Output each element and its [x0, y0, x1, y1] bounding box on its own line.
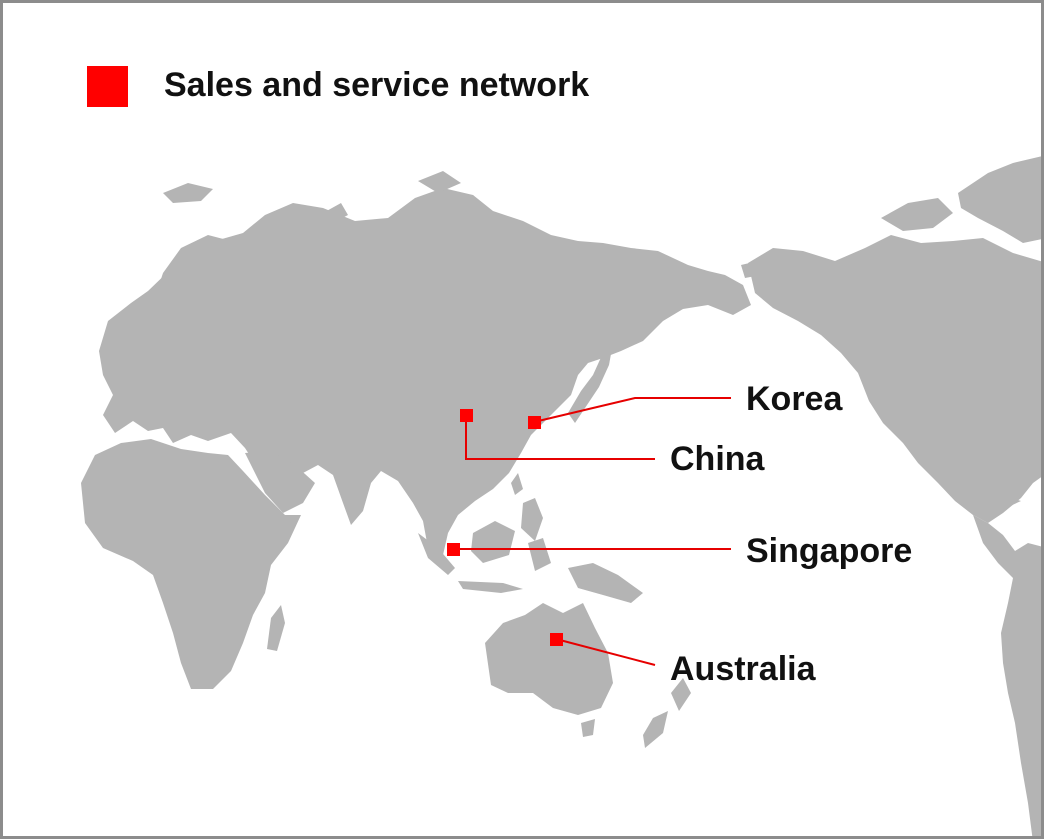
leader-line-korea: [533, 397, 731, 423]
leader-line-china: [465, 415, 655, 460]
marker-singapore[interactable]: [447, 543, 460, 556]
landmass-caribbean: [983, 495, 1021, 507]
location-label-korea[interactable]: Korea: [746, 380, 843, 418]
landmass-philippines: [511, 473, 543, 541]
landmass-aleutians: [741, 261, 761, 278]
location-label-australia[interactable]: Australia: [670, 650, 816, 688]
location-label-singapore[interactable]: Singapore: [746, 532, 913, 570]
landmass-madagascar: [267, 605, 285, 651]
legend-label: Sales and service network: [164, 66, 590, 104]
landmass-north-america: [748, 235, 1041, 523]
landmass-scandinavia: [153, 235, 231, 323]
marker-australia[interactable]: [550, 633, 563, 646]
landmass-australia: [485, 603, 613, 715]
landmass-new-zealand: [643, 678, 691, 748]
landmass-tasmania: [581, 719, 595, 737]
legend-swatch: [87, 66, 128, 107]
landmass-sakhalin: [615, 303, 629, 343]
marker-korea[interactable]: [528, 416, 541, 429]
landmass-japan: [568, 343, 613, 423]
landmass-africa: [81, 439, 301, 689]
landmass-great-britain: [103, 321, 125, 359]
leader-line-australia: [555, 638, 656, 666]
location-label-china[interactable]: China: [670, 440, 765, 478]
marker-china[interactable]: [460, 409, 473, 422]
landmass-new-guinea: [568, 563, 643, 603]
landmass-canadian-arctic: [881, 156, 1041, 243]
world-map: [81, 156, 1041, 836]
landmass-indonesia: [418, 521, 551, 593]
landmass-arabia: [245, 451, 315, 513]
landmass-south-america: [973, 515, 1041, 836]
